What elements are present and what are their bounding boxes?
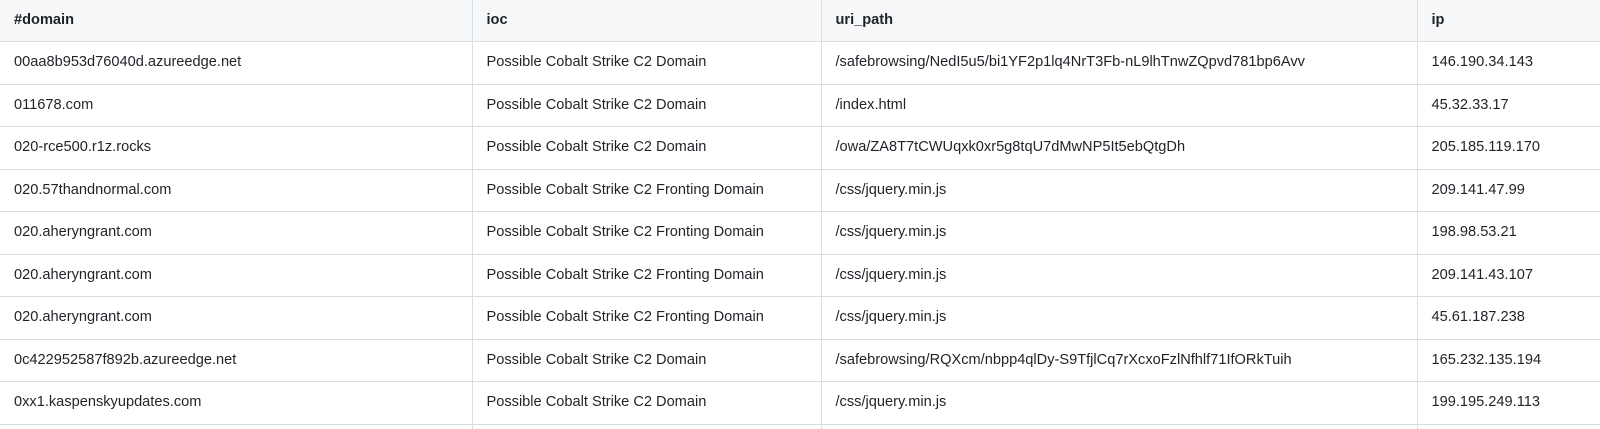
cell-uri-path: /safebrowsing/RQXcm/nbpp4qlDy-S9TfjlCq7r…	[821, 339, 1418, 382]
cell-domain: 020.aheryngrant.com	[0, 296, 473, 340]
cell-uri-path: /index.html	[821, 84, 1418, 127]
table-row[interactable]: 020-rce500.r1z.rocks Possible Cobalt Str…	[0, 126, 1600, 170]
table-header: #domain ioc uri_path ip	[0, 0, 1600, 42]
table-row[interactable]: 020.aheryngrant.com Possible Cobalt Stri…	[0, 296, 1600, 340]
cell-ip: 45.61.187.238	[1417, 296, 1600, 340]
cell-ip: 45.32.33.17	[1417, 84, 1600, 127]
cell-domain: 020-rce500.r1z.rocks	[0, 126, 473, 170]
table-row[interactable]: 020.aheryngrant.com Possible Cobalt Stri…	[0, 211, 1600, 255]
cell-uri-path: /css/jquery.min.js	[821, 169, 1418, 212]
table-row[interactable]: 0c422952587f892b.azureedge.net Possible …	[0, 339, 1600, 382]
cell-ip: 165.232.135.194	[1417, 339, 1600, 382]
cell-uri-path: /css/jquery.min.js	[821, 254, 1418, 297]
cell-ioc: Possible Cobalt Strike C2 Domain	[472, 41, 822, 85]
cell-ioc	[472, 424, 822, 429]
cell-ioc: Possible Cobalt Strike C2 Domain	[472, 84, 822, 127]
cell-ip: 146.190.34.143	[1417, 41, 1600, 85]
cell-domain: 0xx1.kaspenskyupdates.com	[0, 381, 473, 425]
cell-uri-path: /owa/ZA8T7tCWUqxk0xr5g8tqU7dMwNP5It5ebQt…	[821, 126, 1418, 170]
cell-ip: 199.195.249.113	[1417, 381, 1600, 425]
cell-domain: 020.aheryngrant.com	[0, 254, 473, 297]
table-body: 00aa8b953d76040d.azureedge.net Possible …	[0, 41, 1600, 429]
cell-ioc: Possible Cobalt Strike C2 Fronting Domai…	[472, 169, 822, 212]
table-header-row: #domain ioc uri_path ip	[0, 0, 1600, 42]
table-row[interactable]: 00aa8b953d76040d.azureedge.net Possible …	[0, 41, 1600, 85]
column-header-ioc[interactable]: ioc	[472, 0, 822, 42]
cell-ioc: Possible Cobalt Strike C2 Domain	[472, 126, 822, 170]
cell-ip: 209.141.43.107	[1417, 254, 1600, 297]
cell-ioc: Possible Cobalt Strike C2 Fronting Domai…	[472, 254, 822, 297]
column-header-domain[interactable]: #domain	[0, 0, 473, 42]
cell-ip: 198.98.53.21	[1417, 211, 1600, 255]
column-header-ip[interactable]: ip	[1417, 0, 1600, 42]
cell-uri-path: /css/jquery.min.js	[821, 296, 1418, 340]
column-header-uri-path[interactable]: uri_path	[821, 0, 1418, 42]
cell-domain: 020.57thandnormal.com	[0, 169, 473, 212]
cell-uri-path	[821, 424, 1418, 429]
cell-domain: 0c422952587f892b.azureedge.net	[0, 339, 473, 382]
table-row[interactable]: 011678.com Possible Cobalt Strike C2 Dom…	[0, 84, 1600, 127]
table-row[interactable]: 0xx1.kaspenskyupdates.com Possible Cobal…	[0, 381, 1600, 425]
cell-uri-path: /css/jquery.min.js	[821, 211, 1418, 255]
cell-ioc: Possible Cobalt Strike C2 Fronting Domai…	[472, 296, 822, 340]
table-row[interactable]	[0, 424, 1600, 429]
table-row[interactable]: 020.57thandnormal.com Possible Cobalt St…	[0, 169, 1600, 212]
cell-uri-path: /css/jquery.min.js	[821, 381, 1418, 425]
cell-ioc: Possible Cobalt Strike C2 Fronting Domai…	[472, 211, 822, 255]
cell-ip	[1417, 424, 1600, 429]
cell-uri-path: /safebrowsing/NedI5u5/bi1YF2p1lq4NrT3Fb-…	[821, 41, 1418, 85]
cell-ip: 209.141.47.99	[1417, 169, 1600, 212]
cell-ip: 205.185.119.170	[1417, 126, 1600, 170]
cell-domain: 00aa8b953d76040d.azureedge.net	[0, 41, 473, 85]
cell-ioc: Possible Cobalt Strike C2 Domain	[472, 381, 822, 425]
table-row[interactable]: 020.aheryngrant.com Possible Cobalt Stri…	[0, 254, 1600, 297]
cell-domain: 020.aheryngrant.com	[0, 211, 473, 255]
cell-ioc: Possible Cobalt Strike C2 Domain	[472, 339, 822, 382]
cell-domain	[0, 424, 473, 429]
cell-domain: 011678.com	[0, 84, 473, 127]
